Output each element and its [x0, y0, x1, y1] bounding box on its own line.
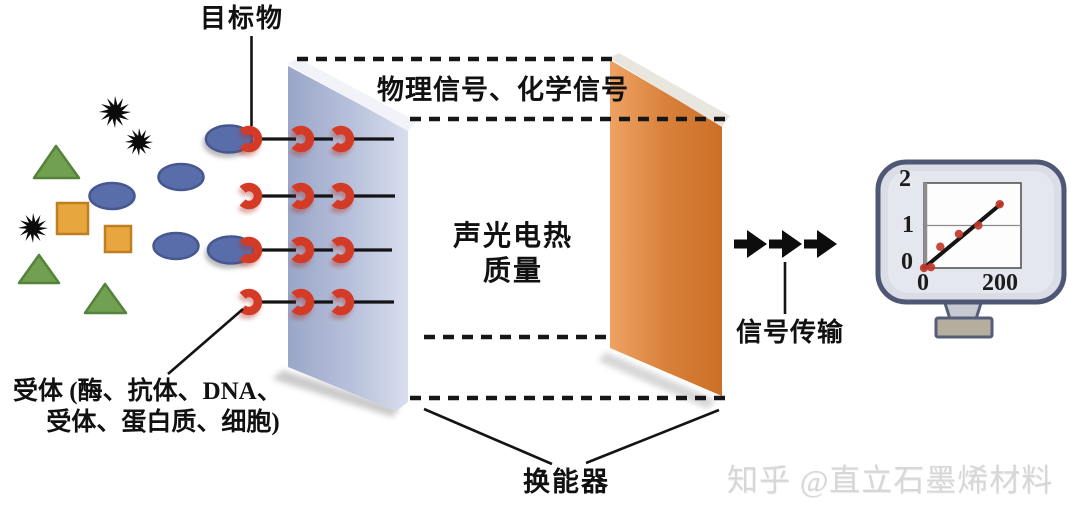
watermark: 知乎 @直立石墨烯材料 [727, 463, 1054, 498]
recognition-panel [287, 58, 416, 411]
orange-panel-face [610, 60, 722, 396]
target-label: 目标物 [200, 4, 285, 33]
receptor-row [204, 124, 394, 154]
transducer-pointer-line-right [585, 408, 720, 465]
receptor-row [239, 288, 394, 316]
y-axis-tick: 1 [902, 212, 914, 238]
monitor-stand-base [934, 316, 994, 339]
y-axis-tick: 2 [899, 166, 911, 192]
receptor-row [206, 235, 392, 265]
transducer-label: 换能器 [523, 467, 610, 497]
triangle-icon [32, 144, 81, 180]
receptor-icon [291, 182, 315, 210]
trend-line [922, 201, 1004, 270]
monitor-icon [875, 159, 1067, 339]
dashed-lines [297, 56, 728, 401]
orange-panel-bevel [609, 53, 730, 127]
orange-panel-shadow [598, 352, 716, 409]
arrow-right-icon [804, 230, 837, 258]
center-signals-label: 声光电热 质量 [443, 219, 583, 289]
analyte-ellipse-icon [88, 181, 136, 211]
data-point [995, 200, 1004, 209]
blue-panel-face [288, 66, 408, 411]
data-point [936, 242, 945, 251]
transducer-pointer-line-left [423, 407, 553, 466]
receptor-icon [239, 125, 263, 153]
triangle-icon [17, 253, 61, 285]
blue-panel-bevel [287, 58, 416, 131]
y-axis-tick: 0 [901, 249, 913, 275]
receptor-label-line2: 受体、蛋白质、细胞) [46, 409, 280, 437]
analyte-ellipse-icon [152, 231, 200, 261]
receptor-rows [204, 124, 395, 316]
center-signals-line2: 质量 [482, 256, 543, 287]
receptor-icon [239, 236, 263, 264]
square-icon [103, 224, 133, 254]
interferent-star-icon [125, 128, 153, 156]
square-icon [55, 201, 90, 236]
blue-panel-shadow [272, 370, 400, 417]
signal-arrows-icon [734, 230, 837, 258]
receptor-icon [331, 125, 355, 153]
data-point [954, 229, 964, 239]
receptor-icon [291, 288, 315, 316]
signals-top-label: 物理信号、化学信号 [377, 75, 629, 105]
receptor-icon [291, 125, 315, 153]
receptor-icon [331, 288, 355, 316]
receptor-icon [291, 236, 315, 264]
analyte-ellipse-icon [157, 162, 205, 192]
triangle-icon [83, 282, 128, 315]
x-axis-tick: 200 [982, 270, 1018, 296]
receptor-icon [331, 182, 355, 210]
pointer-lines [167, 36, 787, 466]
interferent-star-icon [18, 213, 48, 243]
receptor-label-line1: 受体 (酶、抗体、DNA、 [13, 378, 282, 405]
receptor-pointer-line [167, 308, 244, 375]
receptor-icon [239, 182, 263, 210]
signal-transmission-label: 信号传输 [736, 318, 845, 347]
x-axis-tick: 0 [917, 270, 929, 296]
receptor-icon [239, 288, 263, 316]
receptor-label: 受体 (酶、抗体、DNA、 受体、蛋白质、细胞) [13, 376, 313, 439]
monitor-chart [919, 200, 1021, 273]
arrow-right-icon [734, 230, 767, 258]
interferent-star-icon [99, 96, 131, 128]
data-point [974, 221, 983, 230]
arrow-right-icon [769, 230, 802, 258]
receptor-row [239, 182, 395, 210]
sample-mixture [17, 96, 205, 315]
data-point [919, 263, 929, 273]
bound-analyte-ellipse-icon [204, 124, 254, 154]
center-signals-line1: 声光电热 [452, 221, 573, 252]
data-point [926, 262, 936, 272]
output-panel [609, 53, 730, 396]
receptor-icon [331, 236, 355, 264]
